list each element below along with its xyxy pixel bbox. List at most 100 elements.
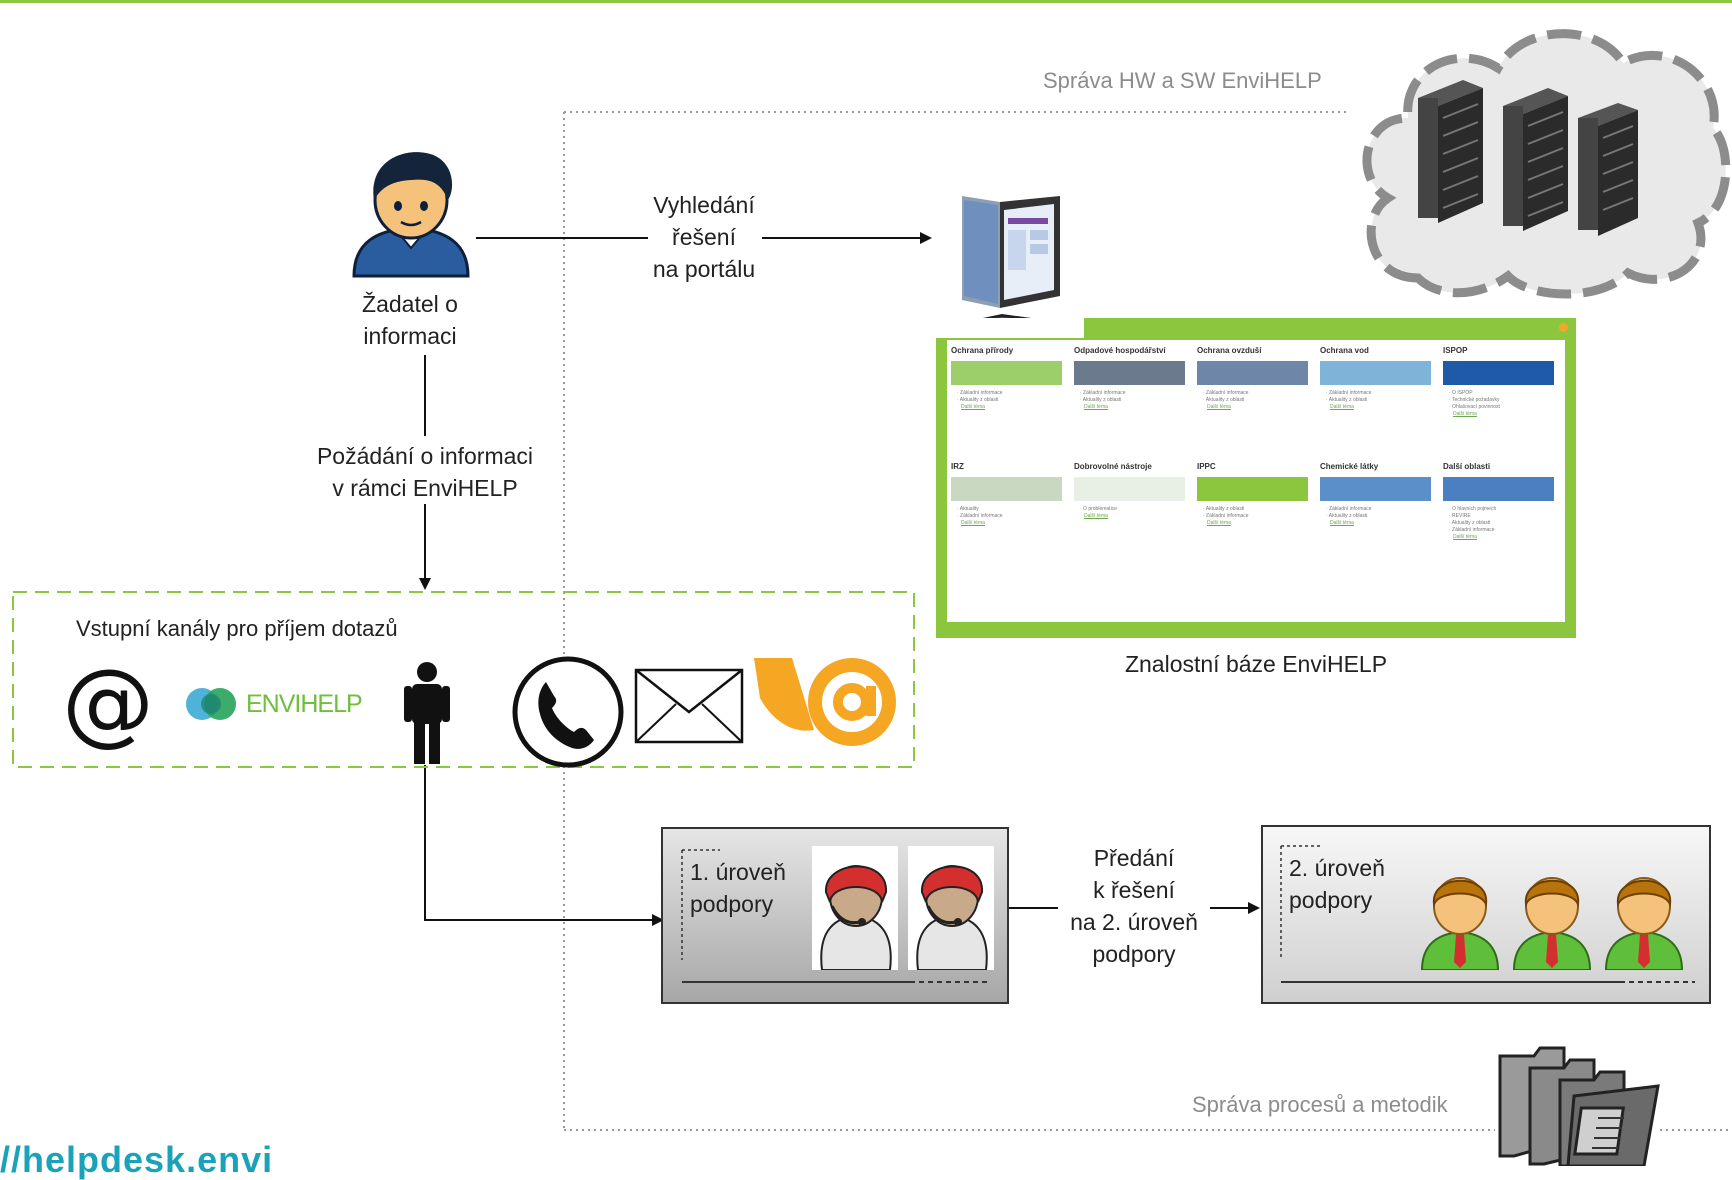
requester-label-line1: Žadatel o	[362, 291, 458, 317]
handover-line3: na 2. úroveň	[1070, 909, 1198, 935]
portal-category-thumbnail	[1443, 477, 1554, 501]
portal-category-card[interactable]: Ochrana ovzduší · Základní informace· Akt…	[1197, 346, 1308, 452]
portal-category-line[interactable]: · Základní informace	[957, 390, 1003, 396]
portal-category-title[interactable]: Ochrana ovzduší	[1197, 346, 1262, 355]
documents-folder-icon	[1498, 1046, 1660, 1166]
email-icon: @	[62, 649, 154, 756]
handover-line4: podpory	[1092, 941, 1176, 967]
level1-label-line1: 1. úroveň	[690, 859, 786, 885]
portal-category-line[interactable]: · Základní informace	[957, 513, 1003, 519]
portal-category-more-link[interactable]: Další téma	[1084, 513, 1108, 519]
portal-category-thumbnail	[1320, 361, 1431, 385]
expert-icon	[1604, 877, 1684, 970]
portal-header-stripe	[936, 318, 1084, 338]
portal-category-line[interactable]: · Základní informace	[1203, 513, 1249, 519]
portal-category-line[interactable]: · Aktuality z oblasti	[1449, 520, 1491, 526]
user-icon	[352, 152, 470, 278]
request-flow-label: Požádání o informaci v rámci EnviHELP	[290, 440, 560, 504]
portal-category-card[interactable]: IPPC · Aktuality z oblasti· Základní info…	[1197, 462, 1308, 568]
portal-category-card[interactable]: Ochrana vod · Základní informace· Aktuali…	[1320, 346, 1431, 452]
level2-label-line1: 2. úroveň	[1289, 855, 1385, 881]
portal-category-line[interactable]: · Základní informace	[1449, 527, 1495, 533]
search-flow-line2: řešení	[672, 224, 736, 250]
portal-category-thumbnail	[1074, 361, 1185, 385]
portal-category-line[interactable]: · Technické požadavky	[1449, 397, 1500, 403]
portal-category-more-link[interactable]: Další téma	[1330, 520, 1354, 526]
portal-category-thumbnail	[1074, 477, 1185, 501]
portal-category-line[interactable]: · Aktuality z oblasti	[1326, 397, 1368, 403]
portal-category-line[interactable]: · Základní informace	[1203, 390, 1249, 396]
portal-category-more-link[interactable]: Další téma	[1453, 534, 1477, 540]
portal-category-title[interactable]: Odpadové hospodářství	[1074, 346, 1166, 355]
portal-category-title[interactable]: IRZ	[951, 462, 964, 471]
request-flow-line1: Požádání o informaci	[316, 443, 534, 469]
envelope-icon	[634, 668, 744, 744]
portal-category-more-link[interactable]: Další téma	[1207, 520, 1231, 526]
requester-label: Žadatel o informaci	[330, 288, 490, 352]
portal-category-more-link[interactable]: Další téma	[1084, 404, 1108, 410]
search-flow-line1: Vyhledání	[653, 192, 755, 218]
expert-icon	[1420, 877, 1500, 970]
top-accent-line	[0, 0, 1732, 3]
envihelp-logo-text: ENVIHELP	[246, 690, 363, 718]
portal-header-dot	[1559, 323, 1568, 332]
level1-label: 1. úroveň podpory	[690, 856, 786, 920]
portal-category-grid: Ochrana přírody· Základní informace· Akt…	[947, 340, 1565, 622]
portal-category-line[interactable]: · Aktuality z oblasti	[1080, 397, 1122, 403]
portal-category-more-link[interactable]: Další téma	[961, 404, 985, 410]
portal-category-title[interactable]: Ochrana přírody	[951, 346, 1014, 355]
portal-category-card[interactable]: Odpadové hospodářství · Základní informac…	[1074, 346, 1185, 452]
portal-category-thumbnail	[1320, 477, 1431, 501]
portal-category-thumbnail	[951, 361, 1062, 385]
channels-to-level1-arrow	[424, 765, 664, 926]
server-rack-icon	[1578, 103, 1638, 236]
handover-line1: Předání	[1093, 845, 1175, 871]
portal-category-more-link[interactable]: Další téma	[1207, 404, 1231, 410]
envihelp-logo-mark	[186, 688, 236, 720]
channels-title: Vstupní kanály pro příjem dotazů	[76, 616, 398, 641]
portal-category-title[interactable]: Dobrovolné nástroje	[1074, 462, 1152, 471]
portal-category-line[interactable]: · Základní informace	[1080, 390, 1126, 396]
handover-line2: k řešení	[1093, 877, 1175, 903]
level1-label-line2: podpory	[690, 891, 774, 917]
portal-category-line[interactable]: · O problematice	[1080, 506, 1117, 512]
portal-category-line[interactable]: · Aktuality	[957, 506, 979, 512]
portal-category-line[interactable]: · Základní informace	[1326, 390, 1372, 396]
search-flow-line3: na portálu	[652, 256, 756, 282]
portal-category-thumbnail	[951, 477, 1062, 501]
portal-category-title[interactable]: Chemické látky	[1320, 462, 1379, 471]
portal-category-line[interactable]: · Aktuality z oblasti	[1326, 513, 1368, 519]
expert-icon	[1512, 877, 1592, 970]
server-rack-icon	[1503, 88, 1568, 231]
hw-sw-region-label: Správa HW a SW EnviHELP	[1043, 68, 1322, 93]
portal-category-title[interactable]: Ochrana vod	[1320, 346, 1369, 355]
footer-url-link[interactable]: //helpdesk.envi	[0, 1139, 274, 1180]
portal-category-card[interactable]: Ochrana přírody · Základní informace· Akt…	[951, 346, 1062, 452]
portal-category-line[interactable]: · Aktuality z oblasti	[1203, 506, 1245, 512]
portal-category-card[interactable]: Chemické látky · Základní informace· Aktu…	[1320, 462, 1431, 568]
portal-category-line[interactable]: · Základní informace	[1326, 506, 1372, 512]
portal-category-line[interactable]: · Ohlašovací povinnost	[1449, 404, 1500, 410]
portal-category-more-link[interactable]: Další téma	[1453, 411, 1477, 417]
portal-category-title[interactable]: Další oblasti	[1443, 462, 1491, 471]
portal-category-more-link[interactable]: Další téma	[961, 520, 985, 526]
phone-icon	[512, 656, 624, 768]
portal-category-more-link[interactable]: Další téma	[1330, 404, 1354, 410]
portal-category-thumbnail	[1197, 361, 1308, 385]
level2-label: 2. úroveň podpory	[1289, 852, 1385, 916]
portal-category-line[interactable]: · O hlavních pojmech	[1449, 506, 1497, 512]
server-rack-icon	[1418, 80, 1483, 223]
channels-box	[12, 591, 915, 768]
portal-category-card[interactable]: ISPOP · O ISPOP· Technické požadavky· Ohl…	[1443, 346, 1554, 452]
portal-category-line[interactable]: · O ISPOP	[1449, 390, 1473, 396]
portal-category-line[interactable]: · REVIRE	[1449, 513, 1471, 519]
requester-label-line2: informaci	[363, 323, 457, 349]
portal-category-title[interactable]: IPPC	[1197, 462, 1216, 471]
portal-category-line[interactable]: · Aktuality z oblasti	[1203, 397, 1245, 403]
portal-category-line[interactable]: · Aktuality z oblasti	[957, 397, 999, 403]
portal-category-card[interactable]: Další oblasti · O hlavních pojmech· REVIR…	[1443, 462, 1554, 568]
portal-category-title[interactable]: ISPOP	[1443, 346, 1468, 355]
process-region-label: Správa procesů a metodik	[1192, 1092, 1448, 1117]
